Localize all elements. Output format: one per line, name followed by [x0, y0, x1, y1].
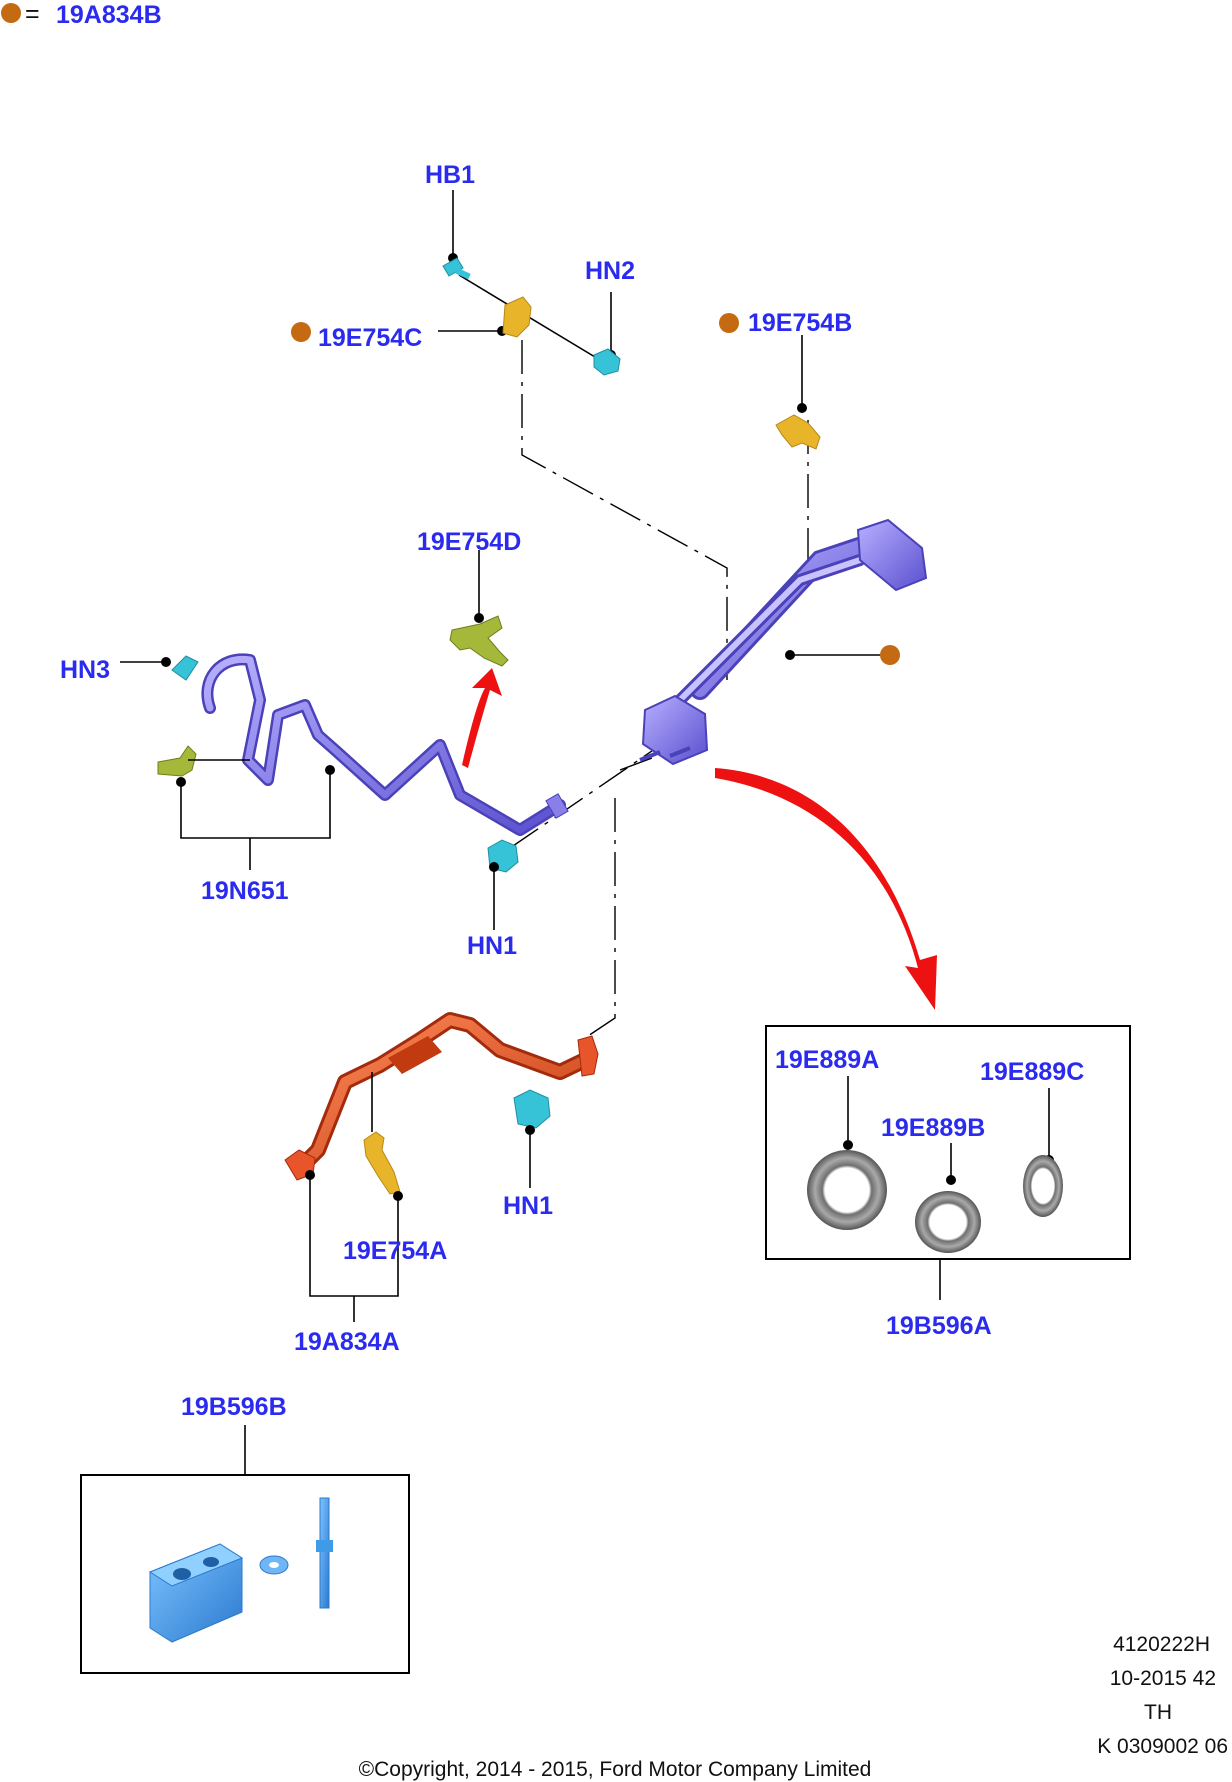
label-19E754B: 19E754B	[748, 309, 852, 337]
leader-19N651	[176, 765, 335, 870]
bracket-19N651-icon	[157, 745, 197, 777]
doc-info-line4: K 0309002 06	[1097, 1735, 1228, 1758]
doc-info-line3: TH	[1144, 1701, 1172, 1724]
marker-manifold-icon	[880, 645, 900, 665]
bolt-HB1-icon	[442, 257, 471, 280]
clip-HN3-icon	[171, 655, 199, 681]
legend: = 19A834B	[1, 0, 162, 29]
nut-HN1-lower-icon	[513, 1089, 551, 1129]
label-19E754A: 19E754A	[343, 1237, 447, 1265]
bracket-19E754D-icon	[449, 615, 509, 667]
bracket-19E754C-icon	[502, 296, 532, 338]
bracket-19E754C-assembly	[438, 190, 621, 376]
seal-kit-19B596A-box	[765, 1025, 1131, 1300]
doc-info-line1: 4120222H	[1113, 1633, 1210, 1656]
legend-part-label: 19A834B	[56, 1, 162, 29]
label-HB1: HB1	[425, 161, 475, 189]
bracket-19E754D-assembly	[449, 550, 509, 667]
expansion-block-icon	[148, 1543, 244, 1643]
marker-19E754C-icon	[291, 322, 311, 342]
legend-equals: =	[25, 0, 40, 28]
label-19E754C: 19E754C	[318, 324, 422, 352]
document-info: 4120222H 10-2015 42 TH K 0309002 06	[1097, 1633, 1228, 1758]
label-19B596B: 19B596B	[181, 1393, 287, 1421]
bracket-19E754B-icon	[775, 414, 821, 450]
clip-HN3-assembly	[120, 655, 199, 681]
doc-info-line2: 10-2015 42	[1110, 1667, 1216, 1690]
marker-19E754B-icon	[719, 313, 739, 333]
label-HN3: HN3	[60, 656, 110, 684]
nut-HN1-upper-assembly	[487, 839, 519, 930]
nut-HN2-icon	[593, 348, 621, 376]
assembly-lines	[509, 340, 809, 1041]
label-19E889A: 19E889A	[775, 1046, 879, 1074]
label-19B596A: 19B596A	[886, 1312, 992, 1340]
stud-icon	[316, 1497, 333, 1609]
seal-19E889B-icon	[915, 1191, 981, 1253]
pipe-19N651-icon	[201, 653, 569, 836]
label-19E754D: 19E754D	[417, 528, 521, 556]
label-19E889C: 19E889C	[980, 1058, 1084, 1086]
red-arrow-small-icon	[462, 668, 502, 768]
label-19N651: 19N651	[201, 877, 289, 905]
label-HN1-lower: HN1	[503, 1192, 553, 1220]
nut-HN1-lower-assembly	[513, 1089, 551, 1188]
red-arrow-large-icon	[715, 768, 937, 1010]
label-HN2: HN2	[585, 257, 635, 285]
pipe-19A834A-icon	[284, 1012, 599, 1181]
copyright-notice: ©Copyright, 2014 - 2015, Ford Motor Comp…	[359, 1758, 872, 1781]
label-19E889B: 19E889B	[881, 1114, 985, 1142]
bracket-19E754A-icon	[363, 1131, 401, 1195]
seal-19E889A-icon	[807, 1150, 887, 1230]
seal-19E889C-icon	[1023, 1155, 1063, 1217]
label-19A834A: 19A834A	[294, 1328, 400, 1356]
label-HN1-upper: HN1	[467, 932, 517, 960]
manifold-pipe-assembly-icon	[639, 518, 928, 766]
legend-marker-icon	[1, 3, 21, 23]
leader-19A834A	[305, 1170, 403, 1322]
bracket-19E754B-assembly	[719, 313, 821, 450]
valve-kit-19B596B-box	[80, 1425, 410, 1674]
